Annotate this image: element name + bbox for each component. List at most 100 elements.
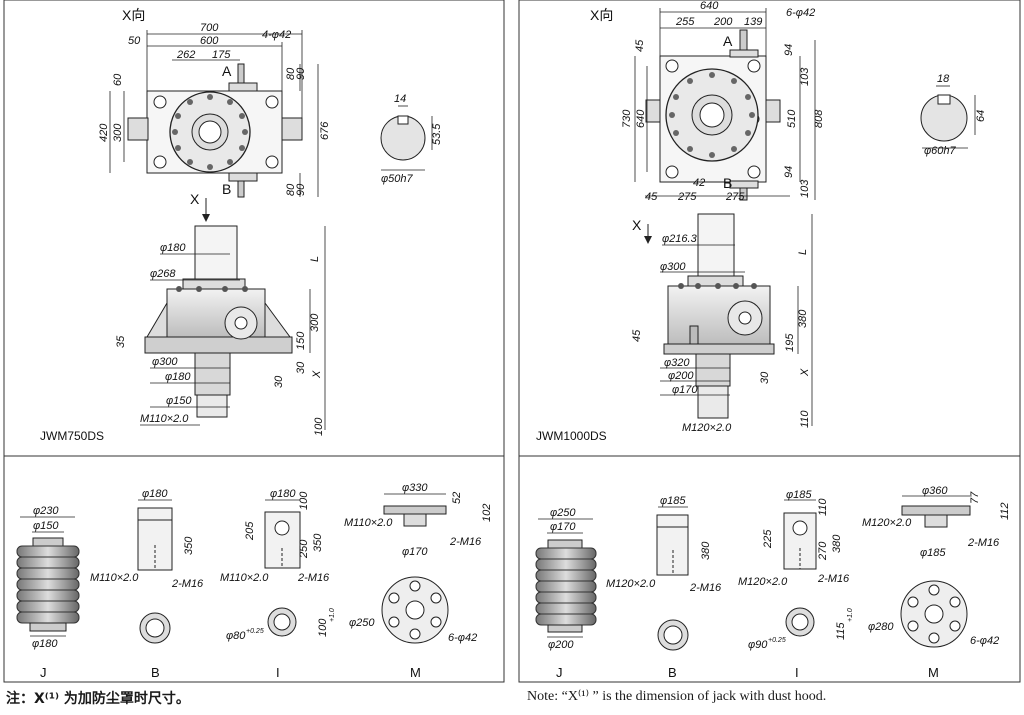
r-acc-I-bolt: 2-M16	[817, 573, 850, 585]
r-acc-M-d185: φ185	[920, 547, 946, 559]
r-acc-M-label: M	[928, 665, 939, 680]
dim-phi180b: φ180	[165, 371, 191, 383]
dim-shaft-50: φ50h7	[381, 173, 414, 185]
acc-M-d250: φ250	[349, 617, 375, 629]
r-dim-phi200: φ200	[668, 370, 694, 382]
dim-35: 35	[115, 335, 127, 348]
r-dim-103a: 103	[799, 67, 811, 86]
acc-I-pin-tol: +0.25	[246, 628, 264, 635]
r-acc-I-d115-tol: 115	[835, 622, 847, 640]
dim-50: 50	[128, 35, 141, 47]
r-acc-I-d185: φ185	[786, 489, 812, 501]
dim-60: 60	[112, 73, 124, 86]
dim-600: 600	[200, 35, 219, 47]
note-english: Note: “X⁽¹⁾ ” is the dimension of jack w…	[527, 689, 827, 704]
dim-80-top: 80	[285, 67, 297, 80]
r-acc-I-pin: φ90	[748, 639, 768, 651]
right-acc-I: φ185 110 225 270 380 M120×2.0 2-M16 φ90 …	[738, 489, 854, 680]
r-acc-M-d112: 112	[999, 502, 1011, 520]
r-acc-I-d380: 380	[831, 534, 843, 553]
r-dim-30: 30	[759, 371, 771, 384]
dim-14: 14	[394, 93, 406, 105]
acc-M-bolt: 2-M16	[449, 536, 482, 548]
acc-M-d102: 102	[481, 504, 493, 522]
r-dim-phi300: φ300	[660, 261, 686, 273]
dim-700: 700	[200, 22, 219, 34]
r-dim-42: 42	[693, 177, 705, 189]
dim-676: 676	[319, 121, 331, 140]
dim-X: X	[311, 370, 323, 379]
r-acc-M-d280: φ280	[868, 621, 894, 633]
acc-I-d250: 250	[298, 539, 310, 559]
acc-J-d230: φ230	[33, 505, 59, 517]
acc-I-d180: φ180	[270, 488, 296, 500]
r-acc-B-label: B	[668, 665, 677, 680]
r-acc-J-d250: φ250	[550, 507, 576, 519]
r-dim-phi170: φ170	[672, 384, 698, 396]
acc-M-d330: φ330	[402, 482, 428, 494]
dim-100: 100	[313, 417, 325, 436]
dim-90-bottom: 90	[295, 183, 307, 196]
acc-I-d205: 205	[244, 521, 256, 541]
r-dim-110: 110	[799, 410, 811, 428]
r-dim-510: 510	[786, 109, 798, 128]
left-panel: X向	[16, 7, 493, 680]
r-dim-L: L	[797, 249, 809, 255]
dim-90-top: 90	[295, 67, 307, 80]
acc-B-bolt: 2-M16	[171, 578, 204, 590]
r-dim-shaft-60: φ60h7	[924, 145, 957, 157]
acc-I-d100: 100	[298, 491, 310, 510]
dim-front-300: 300	[309, 313, 321, 332]
dim-phi150: φ150	[166, 395, 192, 407]
r-dim-380: 380	[797, 309, 809, 328]
dim-30: 30	[295, 361, 307, 374]
r-label-B: B	[723, 175, 732, 191]
r-acc-M-holes: 6-φ42	[970, 635, 999, 647]
r-dim-M120: M120×2.0	[682, 422, 732, 434]
acc-M-d52: 52	[451, 492, 463, 504]
r-dim-94a: 94	[783, 44, 795, 56]
r-dim-phi216: φ216.3	[662, 233, 698, 245]
acc-B-d350: 350	[183, 536, 195, 555]
r-dim-45b: 45	[645, 191, 658, 203]
r-acc-B-bolt: 2-M16	[689, 582, 722, 594]
right-front-view: X φ216.3 φ300 L 380 45 195 φ320 φ200	[631, 213, 813, 434]
r-dim-18: 18	[937, 73, 950, 85]
r-acc-I-label: I	[795, 665, 799, 680]
right-top-view: 640 255 200 139 6-φ42 A B 45 94 103 730 …	[621, 0, 825, 203]
r-dim-holes: 6-φ42	[786, 7, 815, 19]
dim-80-bottom: 80	[285, 183, 297, 196]
label-A: A	[222, 63, 232, 79]
dim-262: 262	[176, 49, 195, 61]
r-acc-J-d200: φ200	[548, 639, 574, 651]
acc-M-holes: 6-φ42	[448, 632, 477, 644]
r-dim-640v: 640	[635, 109, 647, 128]
note-chinese: 注：X⁽¹⁾ 为加防尘罩时尺寸。	[6, 691, 190, 707]
r-acc-I-d270: 270	[817, 541, 829, 561]
dim-175: 175	[212, 49, 231, 61]
left-acc-M: φ330 52 102 M110×2.0 2-M16 φ170 φ250 6-φ…	[344, 482, 493, 680]
r-acc-B-d380: 380	[700, 541, 712, 560]
r-acc-M-d77: 77	[969, 491, 981, 504]
r-acc-I-d110: 110	[817, 498, 829, 516]
acc-B-thread: M110×2.0	[90, 572, 139, 584]
r-dim-45: 45	[631, 329, 643, 342]
r-dim-195: 195	[784, 333, 796, 352]
r-acc-M-bolt: 2-M16	[967, 537, 1000, 549]
r-dim-275a: 275	[677, 191, 697, 203]
left-model-label: JWM750DS	[40, 429, 104, 443]
acc-I-thread: M110×2.0	[220, 572, 269, 584]
dim-420: 420	[98, 123, 110, 142]
dim-4-holes: 4-φ42	[262, 29, 291, 41]
r-label-A: A	[723, 33, 733, 49]
r-dim-200: 200	[713, 16, 733, 28]
r-dim-730: 730	[621, 109, 633, 128]
acc-J-d180: φ180	[32, 638, 58, 650]
r-acc-I-thread: M120×2.0	[738, 576, 788, 588]
r-dim-phi320: φ320	[664, 357, 690, 369]
right-model-label: JWM1000DS	[536, 429, 607, 443]
r-acc-B-thread: M120×2.0	[606, 578, 656, 590]
dim-53-5: 53.5	[431, 123, 443, 145]
